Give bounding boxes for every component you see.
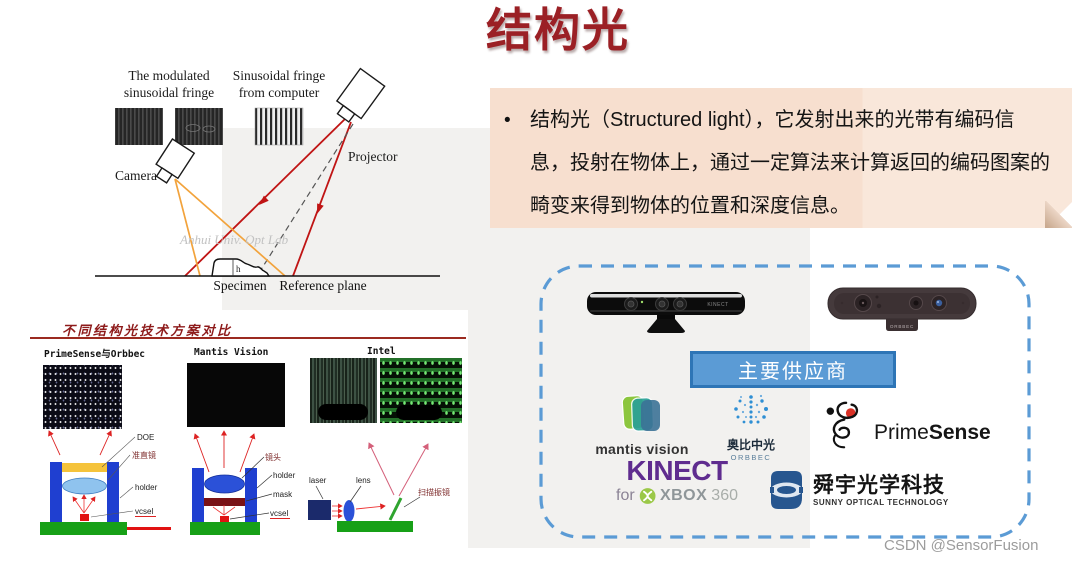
orbbec-device-image: ORBBEC — [827, 287, 977, 331]
description-box: • 结构光（Structured light），它发射出来的光带有编码信息，投射… — [490, 88, 1072, 228]
reference-plane-label: Reference plane — [279, 278, 366, 293]
primesense-label-prime: Prime — [874, 421, 929, 444]
folded-corner — [1045, 201, 1072, 228]
camera-label: Camera — [115, 168, 157, 183]
description-text: 结构光（Structured light），它发射出来的光带有编码信息，投射在物… — [530, 109, 1050, 217]
computer-fringe-label-line1: Sinusoidal fringe — [233, 68, 326, 83]
laser-label: laser — [309, 476, 327, 485]
orbbec-device-label: ORBBEC — [890, 324, 914, 329]
scanning-mirror-label: 扫描振镜 — [418, 487, 450, 497]
projector-icon — [335, 67, 386, 123]
primesense-label: PrimeSense — [874, 421, 991, 445]
mantis-pattern-image — [187, 363, 285, 427]
holder-label: holder — [273, 471, 296, 480]
description-box-background — [490, 88, 1072, 228]
technology-comparison-panel: 不同结构光技术方案对比 PrimeSense与Orbbec Mantis Vis… — [28, 310, 468, 558]
orbbec-logo: 奥比中光 ORBBEC — [720, 393, 782, 462]
vcsel-label: vcsel — [270, 509, 288, 518]
mask-label: mask — [273, 490, 293, 499]
speckle-pattern-image — [43, 365, 122, 429]
intel-structure: laser lens 扫描振镜 — [308, 442, 450, 532]
doe-label: DOE — [137, 433, 154, 442]
camera-ray-left — [174, 178, 201, 277]
sunny-optical-logo: 舜宇光学科技 SUNNY OPTICAL TECHNOLOGY — [766, 468, 949, 512]
specimen-label: Specimen — [213, 278, 266, 293]
collimator-label: 准直镜 — [132, 450, 156, 460]
specimen-shape — [211, 258, 271, 277]
camera-ray-right — [174, 178, 286, 277]
kinect-wordmark: KINECT — [626, 455, 728, 486]
kinect-device-label: KINECT — [707, 302, 728, 308]
structured-light-diagram: The modulated sinusoidal fringe Sinusoid… — [95, 67, 440, 293]
computer-fringe-image — [254, 107, 304, 146]
object-silhouette — [318, 404, 368, 420]
intel-pattern-image-right — [380, 358, 462, 423]
xbox-360-label: 360 — [711, 487, 738, 504]
emitter-structure-diagrams: DOE 准直镜 holder vcsel — [40, 430, 450, 535]
ray-arrowhead — [259, 195, 269, 205]
mantis-vision-logo-icon — [621, 395, 660, 432]
kinect-device-image: KINECT — [587, 292, 745, 333]
mantis-vision-label: mantis vision — [595, 441, 689, 457]
primesense-logo: PrimeSense — [822, 399, 991, 453]
main-suppliers-badge: 主要供应商 — [690, 351, 896, 388]
kinect-logo: KINECT for XBOX 360 — [616, 457, 738, 505]
xbox-sphere-icon — [639, 488, 656, 504]
modulated-fringe-image-2 — [175, 108, 223, 145]
sunny-optical-logo-icon — [770, 471, 803, 509]
orbbec-logo-icon — [734, 394, 768, 424]
primesense-structure: DOE 准直镜 holder vcsel — [40, 430, 171, 535]
orbbec-name-en: ORBBEC — [730, 453, 772, 462]
column-header-mantis-vision: Mantis Vision — [194, 347, 269, 358]
primesense-logo-icon — [826, 401, 859, 449]
projector-ray-right — [292, 121, 352, 277]
projector-ray-left — [184, 117, 347, 277]
modulated-fringe-label-line2: sinusoidal fringe — [124, 85, 214, 100]
intel-pattern-image-left — [310, 358, 377, 423]
column-header-intel: Intel — [367, 346, 396, 357]
lens-label: lens — [356, 476, 371, 485]
column-header-primesense-orbbec: PrimeSense与Orbbec — [44, 349, 146, 360]
projector-label: Projector — [348, 149, 398, 164]
kinect-for-label: for — [616, 487, 635, 504]
vcsel-label: vcsel — [135, 507, 153, 516]
lab-watermark: Anhui Univ. Opt Lab — [179, 232, 289, 247]
sunny-name-en: SUNNY OPTICAL TECHNOLOGY — [813, 497, 949, 507]
mantis-structure: 镜头 holder mask vcsel — [190, 430, 296, 535]
primesense-label-sense: Sense — [928, 421, 991, 444]
suppliers-dashed-border — [539, 264, 1031, 539]
sunny-name-cn: 舜宇光学科技 — [813, 473, 945, 497]
height-label: h — [236, 264, 241, 274]
comparison-title: 不同结构光技术方案对比 — [62, 324, 233, 339]
page-title: 结构光 — [486, 4, 630, 56]
camera-icon — [155, 138, 196, 184]
computer-fringe-label-line2: from computer — [239, 85, 320, 100]
holder-label: holder — [135, 483, 158, 492]
bullet-marker: • — [504, 110, 511, 131]
csdn-watermark: CSDN @SensorFusion — [884, 537, 1039, 554]
optical-axis-dashed-line — [256, 123, 354, 277]
comparison-underline — [30, 337, 466, 339]
mantis-vision-logo: mantis vision — [592, 393, 692, 457]
ray-arrowhead — [317, 203, 324, 214]
object-silhouette — [396, 405, 442, 420]
lens-head-label: 镜头 — [265, 452, 281, 462]
orbbec-name-cn: 奥比中光 — [726, 438, 775, 452]
modulated-fringe-label-line1: The modulated — [128, 68, 210, 83]
modulated-fringe-image-1 — [115, 108, 163, 145]
xbox-label: XBOX — [659, 487, 708, 504]
